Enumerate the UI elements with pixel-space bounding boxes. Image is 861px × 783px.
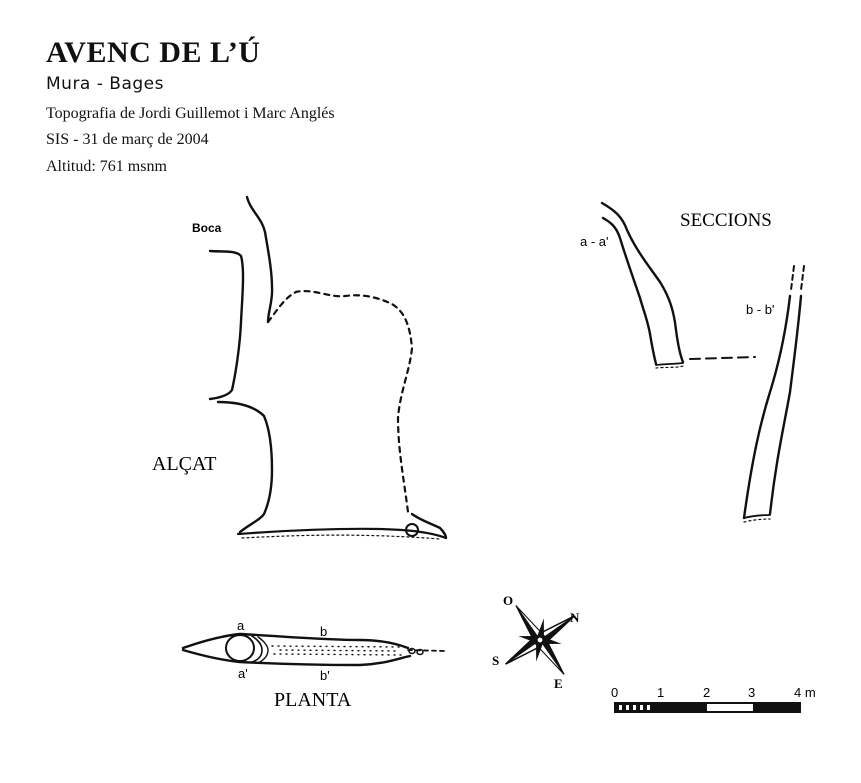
scale-tick-2: 2 [703, 685, 710, 700]
planta-label: PLANTA [274, 689, 352, 711]
section-b-label: b - b' [746, 302, 775, 317]
map-title: AVENC DE L’Ú [46, 36, 261, 69]
scale-tick-0: 0 [611, 685, 618, 700]
compass-n-label: N [570, 610, 580, 625]
plan-a-prime-label: a' [238, 666, 248, 681]
elevation-profile [208, 195, 448, 540]
plan-a-label: a [237, 618, 245, 633]
map-subtitle: Mura - Bages [46, 74, 164, 94]
section-a-drawing [600, 201, 756, 369]
elevation-floor [236, 523, 448, 540]
alcat-label: ALÇAT [152, 453, 216, 475]
compass-s-label: S [492, 653, 499, 668]
scale-tick-4: 4 m [794, 685, 816, 700]
altitude: Altitud: 761 msnm [46, 158, 167, 175]
scale-tick-3: 3 [748, 685, 755, 700]
plan-view [181, 632, 446, 667]
topography-credit: Topografia de Jordi Guillemot i Marc Ang… [46, 105, 335, 122]
seccions-label: SECCIONS [680, 210, 772, 231]
elevation-dashed-roof [266, 290, 414, 514]
elevation-entrance-right-wall [245, 195, 274, 324]
elevation-right-base [410, 512, 448, 540]
elevation-left-wall [216, 400, 274, 534]
plan-b-prime-label: b' [320, 668, 330, 683]
section-a-label: a - a' [580, 234, 609, 249]
elevation-entrance-left-wall [208, 249, 245, 401]
plan-b-label: b [320, 624, 327, 639]
compass-e-label: E [554, 676, 563, 691]
compass-o-label: O [503, 593, 513, 608]
section-b-drawing [742, 265, 805, 523]
boulder-icon [405, 523, 419, 537]
survey-date: SIS - 31 de març de 2004 [46, 131, 209, 148]
scale-bar [614, 702, 801, 713]
scale-tick-1: 1 [657, 685, 664, 700]
compass-rose-icon [505, 605, 575, 675]
boca-label: Boca [192, 221, 222, 235]
